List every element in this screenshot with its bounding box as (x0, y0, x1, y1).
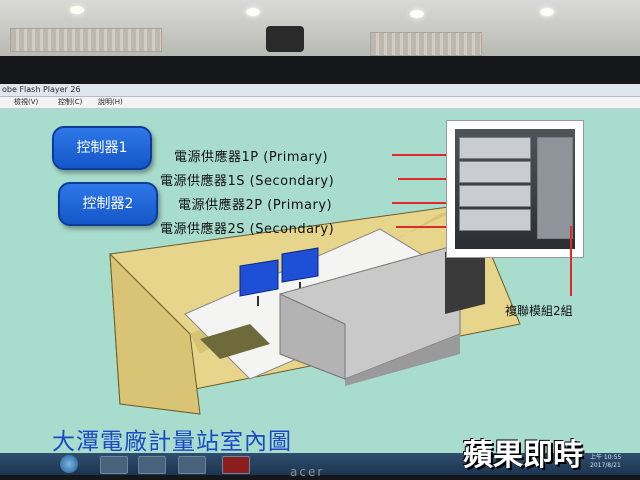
power-supply-1p-label: 電源供應器1P (Primary) (174, 150, 329, 165)
rack-unit (459, 161, 531, 183)
power-supply-2s-label: 電源供應器2S (Secondary) (160, 222, 335, 237)
flash-icon[interactable] (222, 456, 250, 474)
rack-cabinet (537, 137, 573, 239)
menu-view[interactable]: 檢視(V) (14, 98, 39, 106)
monitor-brand: acer (290, 465, 325, 479)
rack-unit (459, 185, 531, 207)
app-icon[interactable] (178, 456, 206, 474)
controller-2-button[interactable]: 控制器2 (58, 182, 158, 226)
media-player-icon[interactable] (138, 456, 166, 474)
leader-line-module (570, 226, 572, 296)
air-vent (10, 28, 162, 52)
taskbar-clock[interactable]: 上午 10:55 2017/8/21 (590, 454, 621, 470)
window-titlebar: obe Flash Player 26 (0, 84, 640, 97)
start-orb-icon[interactable] (60, 455, 78, 473)
photo-content (455, 129, 575, 249)
clock-time: 上午 10:55 (590, 454, 622, 461)
menu-help[interactable]: 說明(H) (98, 98, 123, 106)
module-label: 複聯模組2組 (505, 304, 573, 318)
ceiling-light (246, 8, 260, 16)
power-supply-1s-label: 電源供應器1S (Secondary) (160, 174, 335, 189)
controller-1-button[interactable]: 控制器1 (52, 126, 152, 170)
window-title: obe Flash Player 26 (2, 85, 81, 94)
menu-bar: 檢視(V) 控制(C) 說明(H) (0, 97, 640, 109)
ceiling-light (540, 8, 554, 16)
ceiling-light (410, 10, 424, 18)
ceiling-light (70, 6, 84, 14)
rack-unit (459, 137, 531, 159)
menu-control[interactable]: 控制(C) (58, 98, 83, 106)
power-supply-2p-label: 電源供應器2P (Primary) (178, 198, 333, 213)
floor-plan-title: 大潭電廠計量站室內圖 (52, 429, 292, 455)
air-vent (370, 32, 482, 56)
server-rack-photo (446, 120, 584, 258)
explorer-icon[interactable] (100, 456, 128, 474)
rack-unit (459, 209, 531, 231)
watermark: 蘋果即時 (463, 438, 583, 473)
room-illustration (109, 203, 521, 415)
ceiling-projector (266, 26, 304, 52)
screen: obe Flash Player 26 檢視(V) 控制(C) 說明(H) 控制… (0, 84, 640, 457)
clock-date: 2017/8/21 (590, 462, 621, 469)
